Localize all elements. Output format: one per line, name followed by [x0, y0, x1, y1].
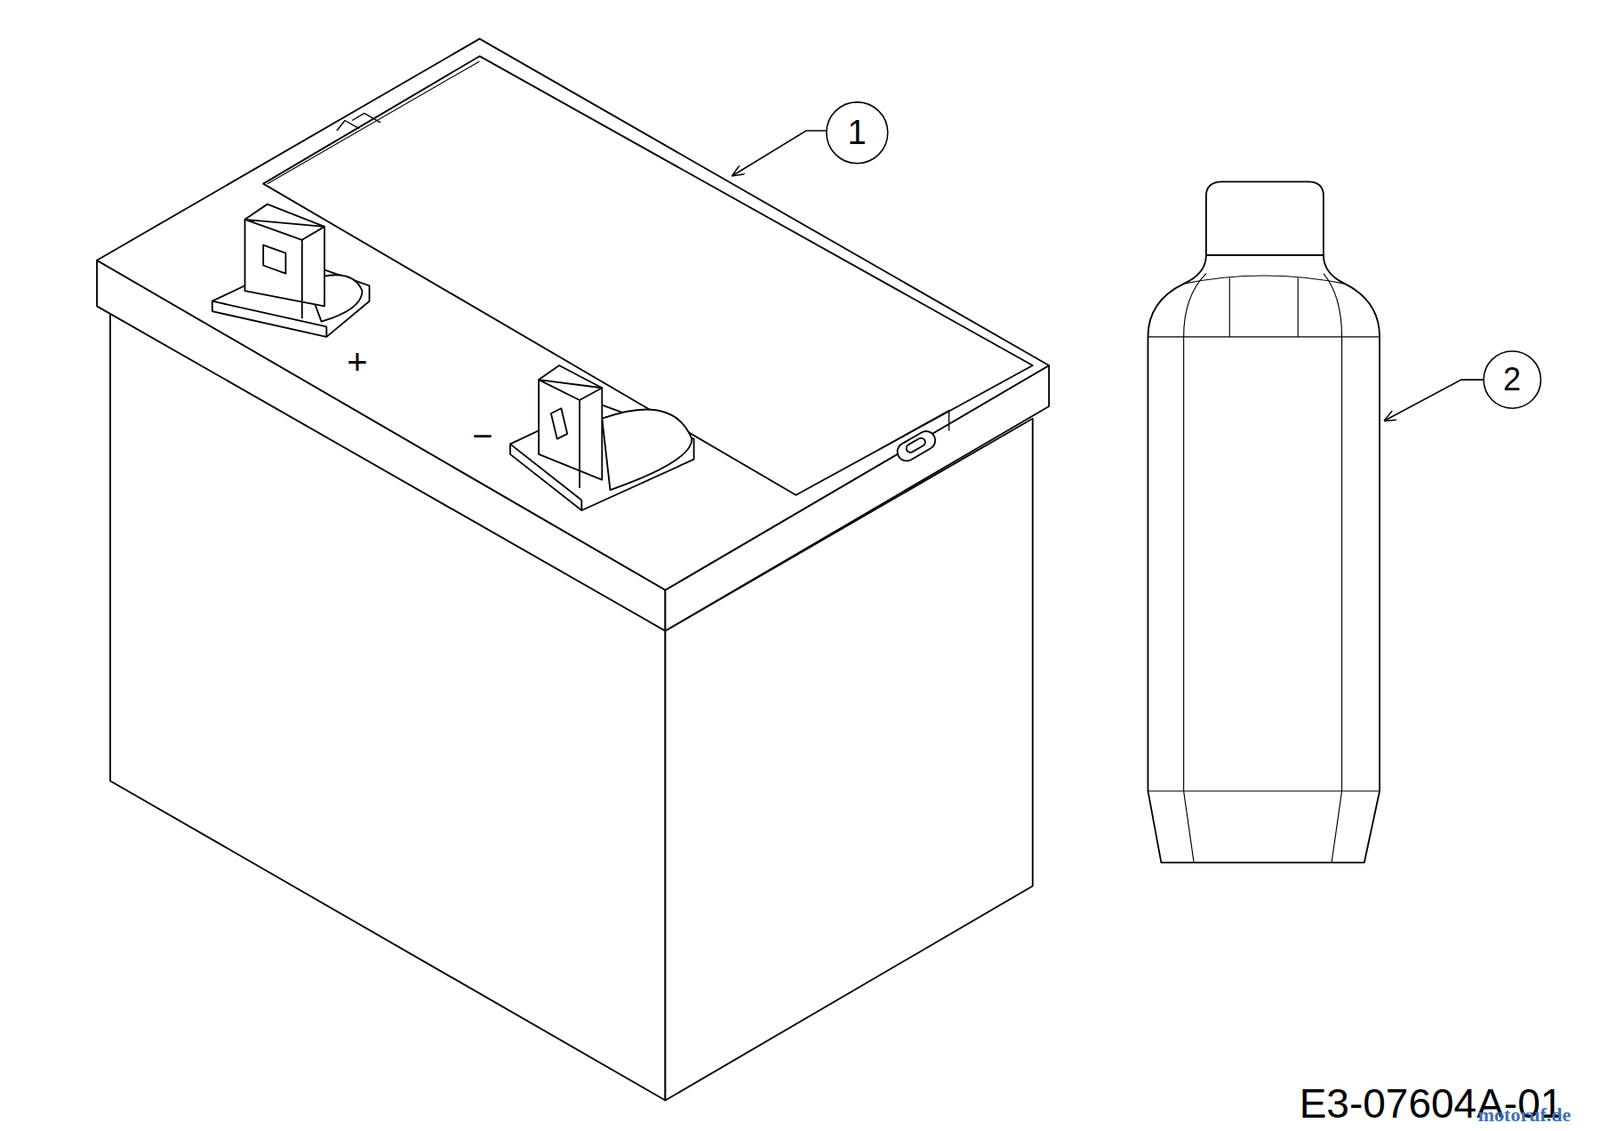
watermark: motoruf.de	[1478, 1104, 1571, 1125]
polarity-sign: −	[472, 417, 493, 454]
negative-terminal	[510, 365, 695, 511]
battery	[96, 39, 1049, 1101]
positive-terminal	[212, 204, 370, 337]
callout-leaders	[732, 102, 1541, 421]
callout-number: 1	[847, 115, 866, 150]
polarity-sign: +	[346, 344, 368, 380]
callout-number: 2	[1503, 363, 1521, 396]
oil-bottle	[1147, 181, 1380, 863]
